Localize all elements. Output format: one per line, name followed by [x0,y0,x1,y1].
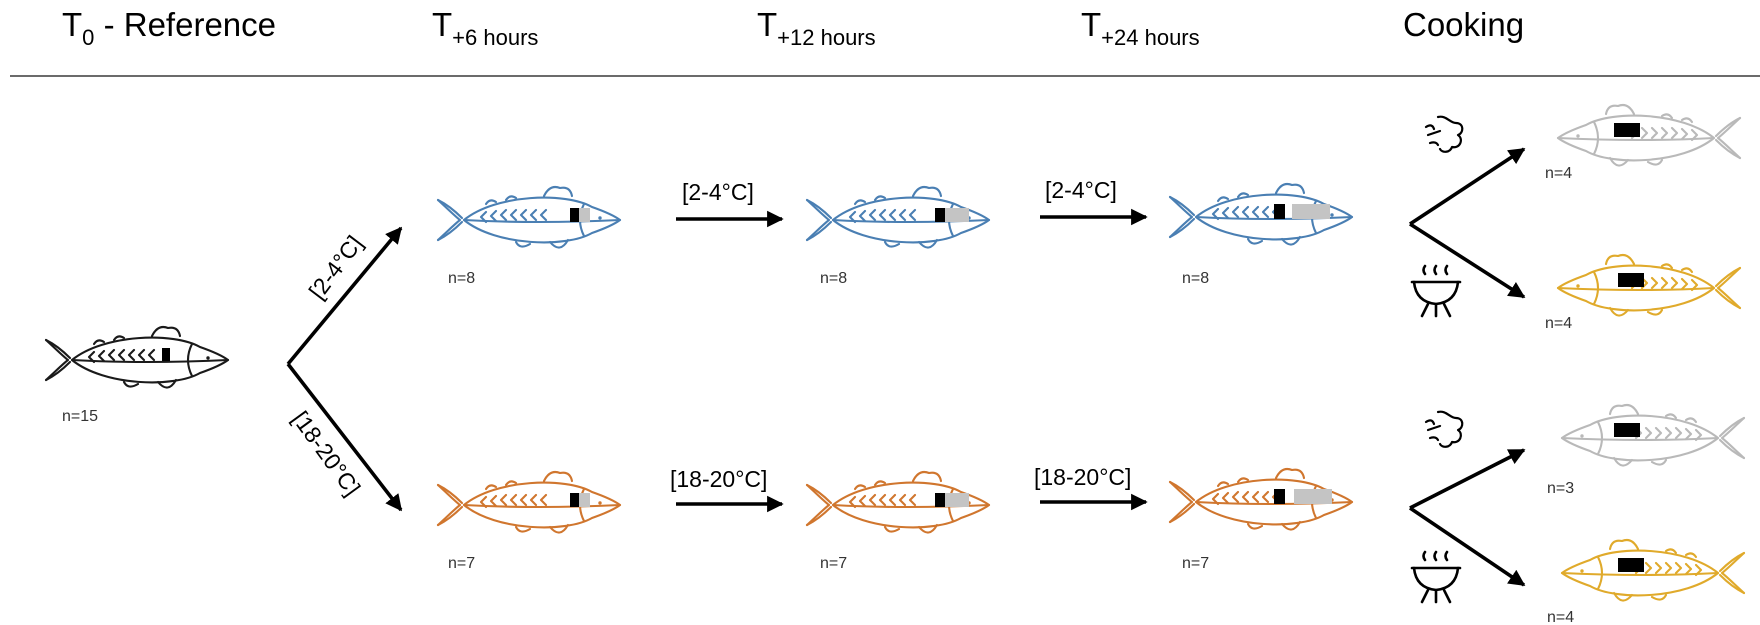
reference-fish [44,325,230,389]
header-t12-main: T [757,6,778,43]
branch-warm-label: [18-20°C] [287,406,365,500]
warm-grilled-count: n=4 [1547,609,1574,625]
reference-count: n=15 [62,408,98,425]
cold-steam-arrow [1409,147,1526,226]
header-t24: T+24 hours [1081,6,1200,51]
warm-count-t6: n=7 [448,555,475,572]
steam-icon [1424,410,1464,448]
cold-count-t24: n=8 [1182,270,1209,287]
warm-steamed-count: n=3 [1547,480,1574,497]
warm-grilled-fish [1562,540,1744,601]
cold-fish-t24 [1168,182,1354,246]
warm-steamed-fish [1562,405,1744,466]
header-t12-sub: +12 hours [777,25,876,50]
header-t6-sub: +6 hours [452,25,539,50]
header-t6: T+6 hours [432,6,538,51]
grill-icon [1410,264,1462,318]
warm-fish-t24 [1168,467,1354,531]
cold-step-label-2: [2-4°C] [1045,177,1117,203]
cold-fish-t6 [436,185,622,249]
header-t24-sub: +24 hours [1101,25,1200,50]
cold-count-t6: n=8 [448,270,475,287]
branch-warm-arrow [286,362,403,512]
cold-steamed-fish [1558,105,1740,166]
cold-step-label-1: [2-4°C] [682,179,754,205]
header-t0-sub: 0 [82,25,95,50]
header-t24-main: T [1081,6,1102,43]
warm-step-label-2: [18-20°C] [1034,464,1131,490]
grill-icon [1410,550,1462,604]
warm-fish-t6 [436,470,622,534]
warm-fish-t12 [805,470,991,534]
header-t6-main: T [432,6,453,43]
header-t12: T+12 hours [757,6,876,51]
header-t0-rest: - Reference [94,6,277,43]
cold-steamed-count: n=4 [1545,165,1572,182]
warm-grill-arrow [1408,506,1526,587]
branch-cold-label: [2-4°C] [304,231,368,304]
cold-grilled-count: n=4 [1545,315,1572,332]
header-t0-main: T [62,6,83,43]
header-t0-reference: T0 - Reference [62,6,276,51]
branch-cold-arrow [286,226,403,366]
cold-fish-t12 [805,185,991,249]
header-cooking: Cooking [1403,6,1525,43]
warm-step-label-1: [18-20°C] [670,466,767,492]
cold-grill-arrow [1409,222,1526,299]
cold-count-t12: n=8 [820,270,847,287]
header-divider [10,75,1760,77]
warm-steam-arrow [1409,448,1526,510]
steam-icon [1424,115,1464,153]
cold-grilled-fish [1558,255,1740,316]
warm-count-t24: n=7 [1182,555,1209,572]
warm-count-t12: n=7 [820,555,847,572]
